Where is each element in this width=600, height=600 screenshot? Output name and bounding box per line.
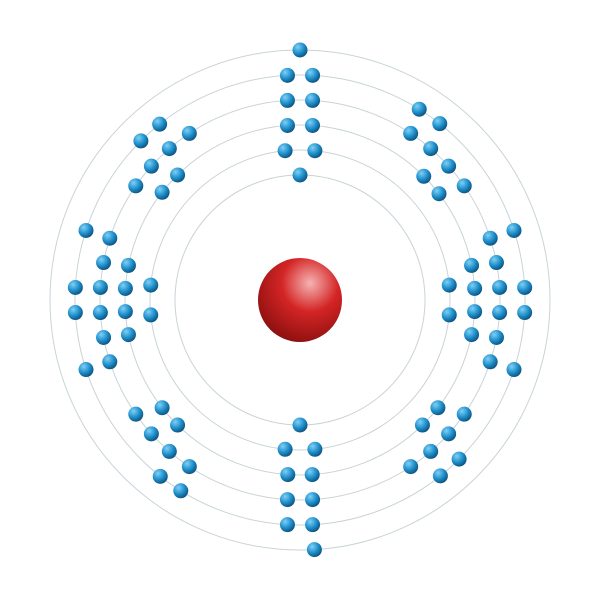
electron-shell-5-19 [133,133,149,149]
electron-shell-5-6 [517,279,533,295]
electron-shell-2-3 [441,277,457,293]
electron-shell-5-11 [305,517,321,533]
electron-shell-4-18 [279,492,295,508]
electron-shell-5-4 [432,116,448,132]
electron-shell-4-30 [143,158,159,174]
electron-shell-3-9 [430,400,446,416]
electron-shell-3-1 [279,117,295,133]
nucleus [258,258,342,342]
electron-shell-4-8 [488,255,504,271]
electron-shell-5-3 [411,101,427,117]
orbit-shell-2 [149,149,451,451]
electron-shell-5-1 [279,67,295,83]
electron-shell-3-17 [117,280,133,296]
electron-shell-5-15 [78,362,94,378]
electron-shell-6-1 [292,42,308,58]
electron-shell-4-21 [143,426,159,442]
electron-shell-3-14 [154,400,170,416]
electron-shell-3-10 [414,417,430,433]
electron-shell-4-25 [92,305,108,321]
electron-shell-5-7 [517,305,533,321]
electron-shell-3-15 [120,327,136,343]
electron-shell-2-6 [277,441,293,457]
electron-shell-4-26 [92,279,108,295]
electron-shell-4-9 [492,279,508,295]
electron-shell-4-32 [181,125,197,141]
electron-shell-4-6 [456,178,472,194]
electron-shell-4-19 [181,459,197,475]
electron-shell-3-13 [170,417,186,433]
electron-shell-5-9 [451,451,467,467]
electron-shell-4-17 [305,492,321,508]
electron-shell-5-8 [506,362,522,378]
electron-shell-5-13 [173,483,189,499]
electron-shell-5-5 [506,222,522,238]
electron-shell-4-2 [305,92,321,108]
electron-shell-5-2 [305,67,321,83]
electron-shell-1-2 [292,417,308,433]
electron-shell-4-24 [96,329,112,345]
orbit-shell-3 [124,124,476,476]
electron-shell-5-16 [67,305,83,321]
electron-shell-4-5 [441,158,457,174]
electron-shell-3-16 [117,304,133,320]
electron-shell-3-20 [170,167,186,183]
electron-shell-3-6 [467,280,483,296]
electron-shell-4-16 [403,459,419,475]
electron-shell-4-22 [128,406,144,422]
electron-shell-4-4 [423,141,439,157]
electron-shell-4-10 [492,305,508,321]
electron-shell-6-2 [306,542,322,558]
electron-shell-2-1 [277,143,293,159]
electrons [67,42,533,558]
electron-shell-4-11 [488,329,504,345]
electron-shell-2-5 [307,441,323,457]
electron-shell-4-29 [128,178,144,194]
electron-shell-5-12 [279,517,295,533]
electron-shell-4-12 [482,354,498,370]
electron-shell-1-1 [292,167,308,183]
electron-shell-2-8 [143,277,159,293]
electron-shell-3-2 [305,117,321,133]
electron-shell-4-15 [423,443,439,459]
electron-shell-4-27 [96,255,112,271]
electron-shell-4-7 [482,230,498,246]
electron-shell-4-14 [441,426,457,442]
orbit-shell-4 [99,99,501,501]
electron-shell-2-4 [441,307,457,323]
electron-shell-5-20 [152,116,168,132]
electron-shell-3-5 [464,257,480,273]
electron-shell-3-12 [280,467,296,483]
electron-shell-5-17 [67,279,83,295]
electron-shell-4-28 [102,230,118,246]
electron-shell-4-1 [279,92,295,108]
electron-shell-2-7 [143,307,159,323]
electron-shell-4-3 [403,125,419,141]
electron-shell-3-19 [154,184,170,200]
electron-shell-3-4 [431,186,447,202]
orbit-shell-5 [74,74,526,526]
electron-shell-3-7 [467,304,483,320]
electron-shell-4-23 [102,354,118,370]
electron-shell-4-20 [161,443,177,459]
electron-shell-4-31 [161,141,177,157]
electron-shell-5-10 [432,468,448,484]
electron-shell-5-18 [78,222,94,238]
electron-shell-5-14 [152,468,168,484]
electron-shell-3-18 [120,257,136,273]
electron-shell-3-8 [464,327,480,343]
electron-shell-4-13 [456,406,472,422]
electron-shell-3-3 [416,168,432,184]
electron-shell-3-11 [304,467,320,483]
electron-shell-2-2 [307,143,323,159]
